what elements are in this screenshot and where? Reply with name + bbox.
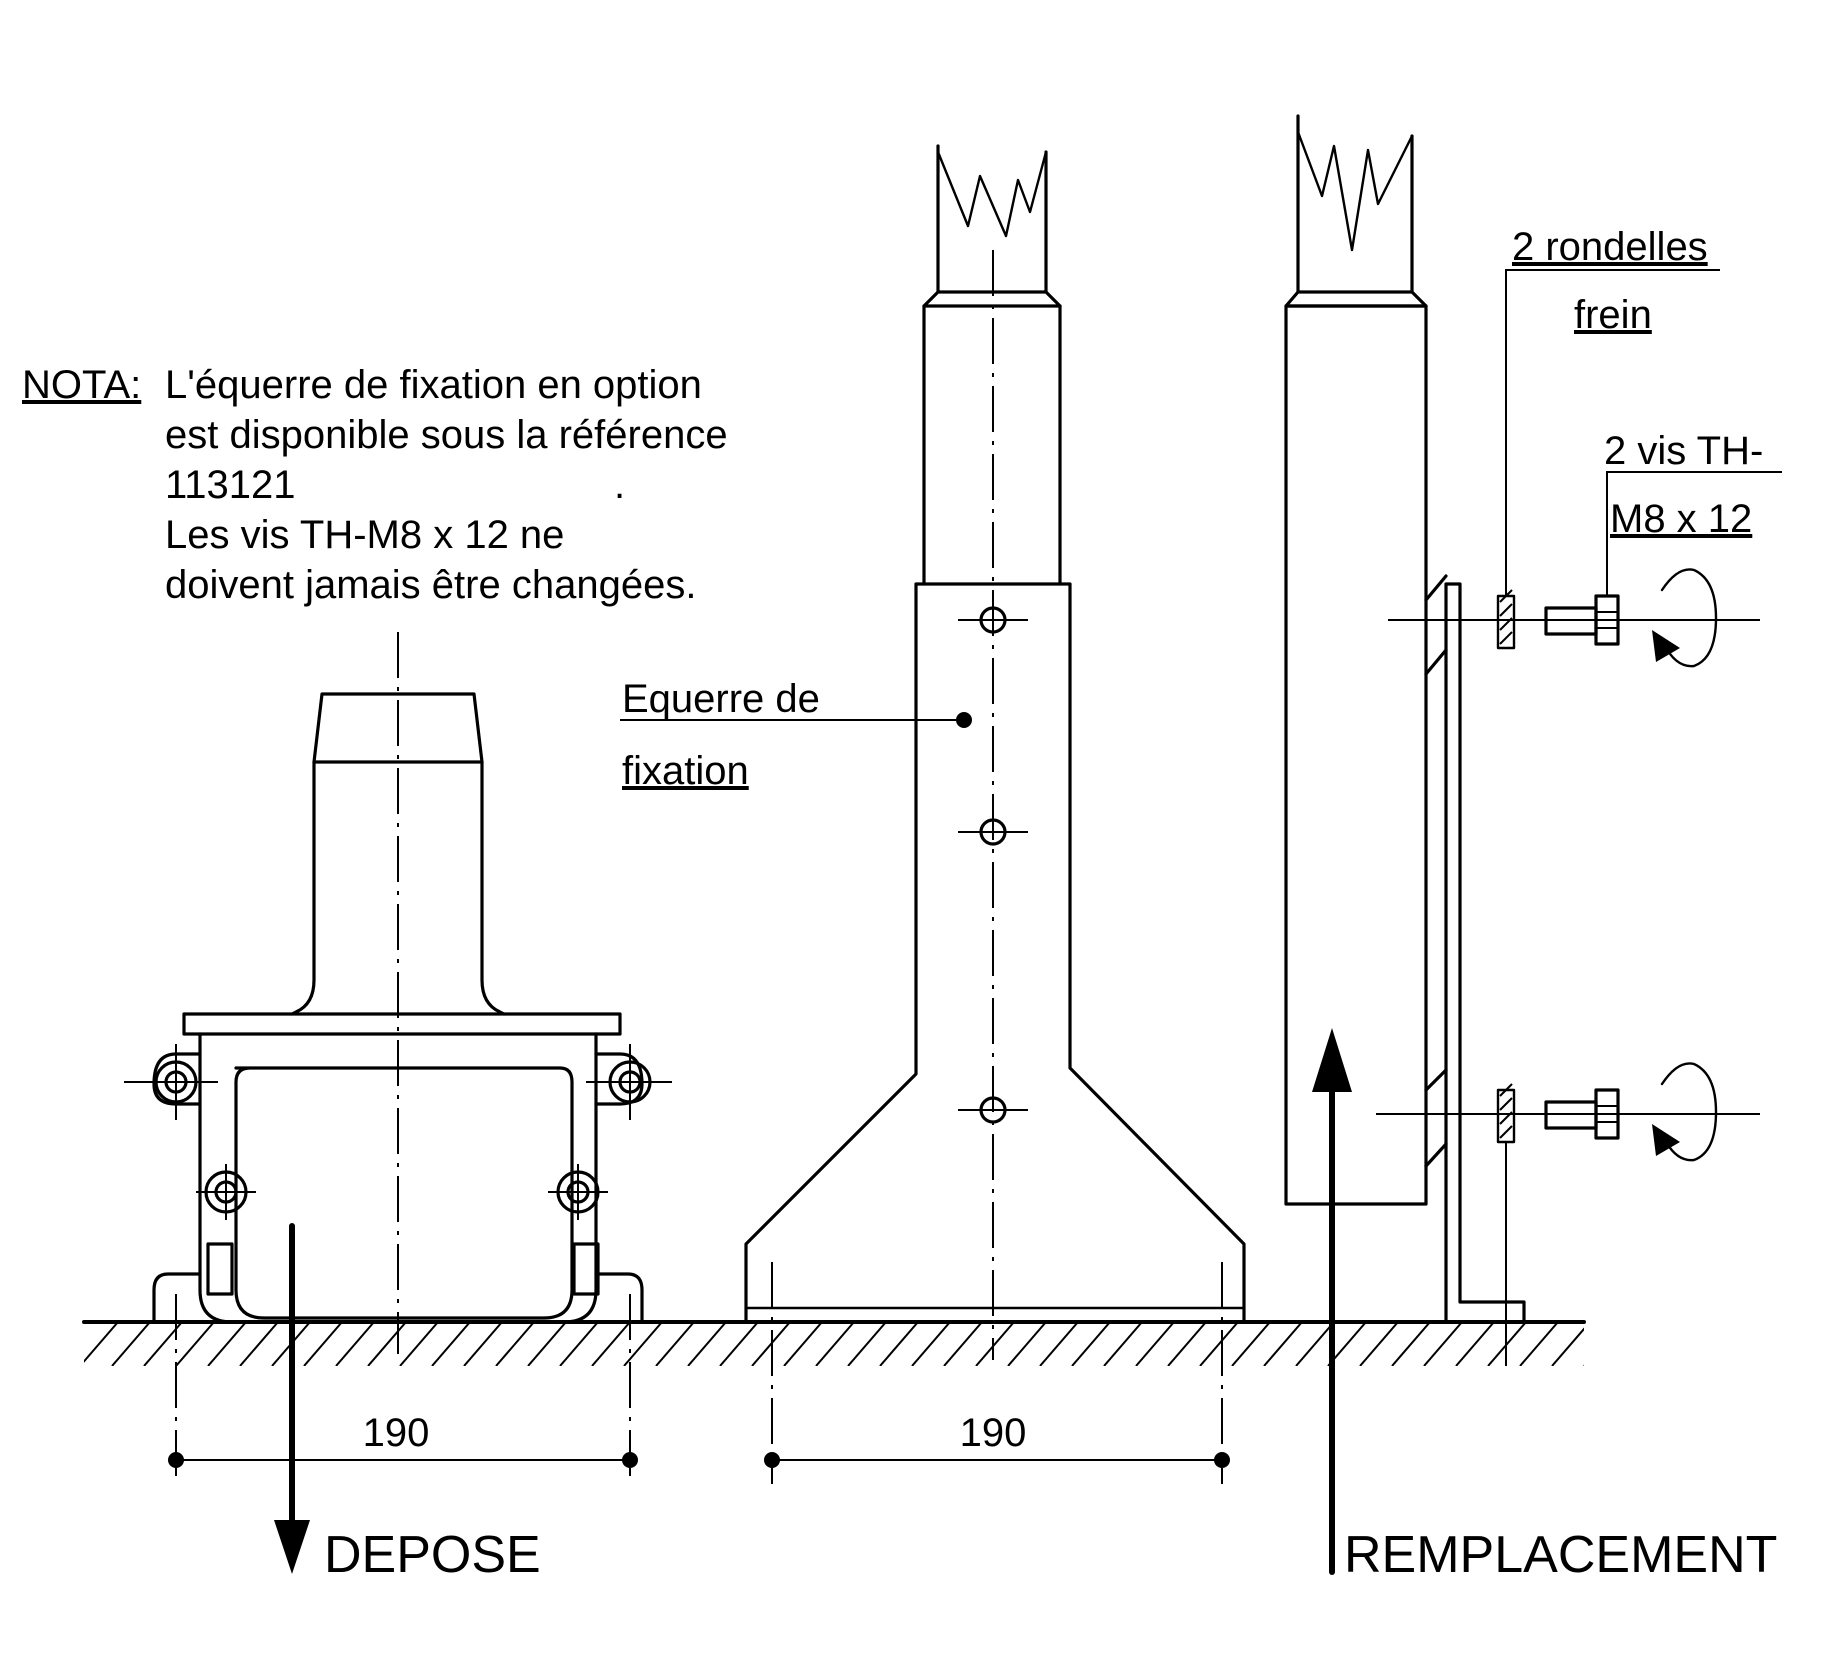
- hatch-line: [84, 1322, 119, 1363]
- hatch-line: [1423, 1322, 1463, 1366]
- hatch-line: [1231, 1322, 1271, 1366]
- hatch-line: [1199, 1322, 1239, 1366]
- hatch-line: [367, 1322, 407, 1366]
- hatch-line: [1295, 1322, 1335, 1366]
- middle-unit: Equerre de fixation: [620, 144, 1246, 1360]
- hatch-line: [847, 1322, 887, 1366]
- ground-hatching: [84, 1322, 1654, 1366]
- hatch-line: [655, 1322, 695, 1366]
- equerre-label-line-2: fixation: [622, 749, 749, 793]
- hatch-line: [399, 1322, 439, 1366]
- left-unit: [124, 632, 672, 1354]
- hatch-line: [975, 1322, 1015, 1366]
- hatch-line: [719, 1322, 759, 1366]
- hatch-line: [1616, 1322, 1654, 1366]
- hatch-line: [1039, 1322, 1079, 1366]
- hatch-line: [943, 1322, 983, 1366]
- depose-label: DEPOSE: [324, 1526, 541, 1584]
- hatch-line: [303, 1322, 343, 1366]
- hatch-line: [783, 1322, 823, 1366]
- hatch-line: [1551, 1327, 1584, 1366]
- note-dot: .: [614, 463, 625, 507]
- dimension-middle-value: 190: [960, 1411, 1027, 1455]
- depose-arrow: DEPOSE: [274, 1223, 541, 1584]
- hatch-line: [879, 1322, 919, 1366]
- hatch-line: [111, 1322, 151, 1366]
- ground: [82, 1320, 1654, 1366]
- hatch-line: [1519, 1322, 1559, 1366]
- note-line-4: Les vis TH-M8 x 12 ne: [165, 513, 564, 557]
- hatch-line: [463, 1322, 503, 1366]
- hatch-line: [1391, 1322, 1431, 1366]
- hatch-line: [1007, 1322, 1047, 1366]
- hatch-line: [1583, 1364, 1584, 1366]
- rotation-arrow-icon: [1652, 568, 1718, 668]
- dimension-left-value: 190: [363, 1411, 430, 1455]
- hatch-line: [527, 1322, 567, 1366]
- vis-label-line-1: 2 vis TH-: [1604, 429, 1763, 473]
- hatch-line: [815, 1322, 855, 1366]
- hatch-line: [1103, 1322, 1143, 1366]
- hatch-line: [1167, 1322, 1207, 1366]
- hatch-line: [239, 1322, 279, 1366]
- note-line-1: L'équerre de fixation en option: [165, 363, 702, 407]
- hatch-line: [1455, 1322, 1495, 1366]
- rotation-arrow-icon: [1652, 1062, 1718, 1162]
- hatch-line: [911, 1322, 951, 1366]
- hatch-line: [1359, 1322, 1399, 1366]
- rondelles-label-line-2: frein: [1574, 293, 1652, 337]
- note-heading: NOTA:: [22, 363, 141, 407]
- dimension-middle: 190: [764, 1262, 1230, 1484]
- hatch-line: [559, 1322, 599, 1366]
- remplacement-label: REMPLACEMENT: [1344, 1526, 1777, 1584]
- hatch-line: [495, 1322, 535, 1366]
- hatch-line: [623, 1322, 663, 1366]
- note-line-3: 113121: [165, 463, 296, 507]
- hatch-line: [335, 1322, 375, 1366]
- note-block: NOTA: L'équerre de fixation en option es…: [22, 363, 728, 607]
- hatch-line: [431, 1322, 471, 1366]
- right-unit: 2 rondelles frein 2 vis TH- M8 x 12: [1284, 114, 1782, 1366]
- remplacement-arrow: REMPLACEMENT: [1312, 1028, 1777, 1584]
- note-line-2: est disponible sous la référence: [165, 413, 728, 457]
- note-line-5: doivent jamais être changées.: [165, 563, 696, 607]
- hatch-line: [1135, 1322, 1175, 1366]
- vis-label-line-2: M8 x 12: [1610, 497, 1752, 541]
- hatch-line: [591, 1322, 631, 1366]
- hatch-line: [1071, 1322, 1111, 1366]
- equerre-label-line-1: Equerre de: [622, 677, 820, 721]
- hatch-line: [687, 1322, 727, 1366]
- screw-m8: [1544, 1088, 1620, 1140]
- hatch-line: [207, 1322, 247, 1366]
- hatch-line: [1263, 1322, 1303, 1366]
- dimension-left: 190: [168, 1294, 638, 1484]
- hatch-line: [175, 1322, 215, 1366]
- rondelles-label-line-1: 2 rondelles: [1512, 225, 1708, 269]
